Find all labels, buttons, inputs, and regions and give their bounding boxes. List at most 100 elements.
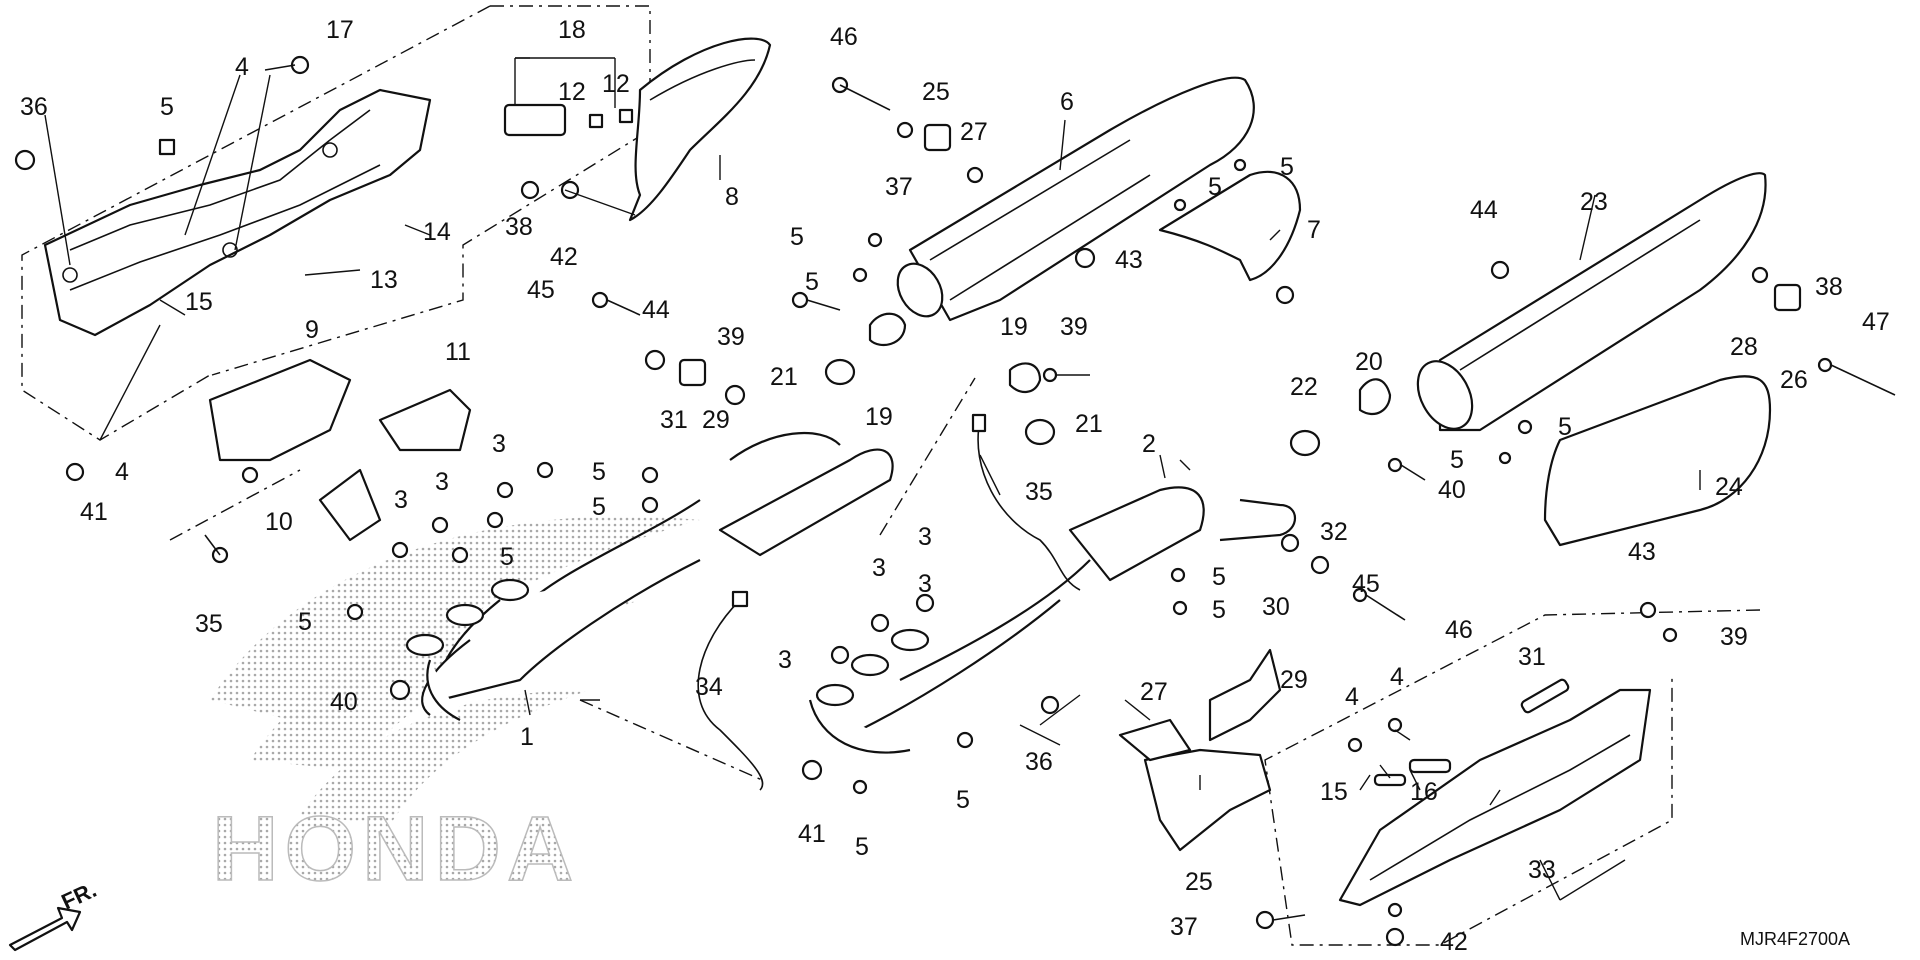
callout-5: 5 [500,543,514,571]
callout-36: 37 [1170,913,1198,941]
callout-46: 46 [830,23,858,51]
callout-3: 3 [394,486,408,514]
callout-34: 35 [1025,478,1053,506]
callout-40: 41 [798,820,826,848]
callout-2: 2 [1142,430,1156,458]
callout-11: 11 [445,338,471,366]
callout-25: 25 [922,78,950,106]
callout-37: 38 [1815,273,1843,301]
muffler-22 [1416,172,1767,432]
callout-26: 27 [1140,678,1168,706]
callout-30: 31 [1518,643,1546,671]
callout-5: 5 [592,493,606,521]
callout-43: 44 [1470,196,1498,224]
diagram-code: MJR4F2700A [1740,929,1850,949]
callout-39: 40 [1438,476,1466,504]
callout-4: 4 [1345,683,1359,711]
callout-17: 17 [326,16,354,44]
callout-16: 16 [1410,778,1438,806]
callout-44: 45 [1352,570,1380,598]
callout-21: 21 [1075,410,1103,438]
callout-1: 1 [520,723,534,751]
callout-29: 29 [702,406,730,434]
callout-3: 3 [778,646,792,674]
callout-42: 42 [550,243,578,271]
callout-35: 35 [195,610,223,638]
callout-29: 30 [1262,593,1290,621]
heat-shield-upper-left [43,88,432,337]
exhaust-pipe-2 [808,486,1296,754]
callout-38: 38 [505,213,533,241]
callout-31: 32 [1320,518,1348,546]
callout-10: 10 [265,508,293,536]
callout-21: 22 [1290,373,1318,401]
callout-4: 4 [1390,663,1404,691]
callout-12: 12 [558,78,586,106]
front-indicator: FR. [8,877,100,952]
callout-25: 26 [1780,366,1808,394]
callout-5: 5 [805,268,819,296]
callout-18: 18 [558,16,586,44]
callout-13: 13 [370,266,398,294]
callout-labels: 1 2 3 3 3 3 3 3 3 4 4 4 4 5 5 5 5 5 5 5 … [20,16,1890,956]
guards-9-10-11 [208,358,472,542]
muffler-cover-7 [1158,170,1302,282]
callout-5: 5 [1212,596,1226,624]
callout-45: 45 [527,276,555,304]
callout-3: 3 [435,468,449,496]
callout-5: 5 [1212,563,1226,591]
callout-8: 8 [725,183,739,211]
callout-20: 20 [1355,348,1383,376]
callout-36: 36 [20,93,48,121]
callout-46: 47 [1862,308,1890,336]
callout-15: 15 [185,288,213,316]
callout-3: 3 [872,554,886,582]
callout-5: 5 [790,223,804,251]
callout-19: 19 [865,403,893,431]
callout-41: 41 [80,498,108,526]
callout-33: 34 [695,673,723,701]
sensor-wire-33-34 [697,413,1081,791]
callout-32: 33 [1528,856,1556,884]
callout-21: 21 [770,363,798,391]
callout-5: 5 [160,93,174,121]
honda-watermark: HONDA [210,516,700,901]
callout-43: 43 [1115,246,1143,274]
callout-5: 5 [1208,173,1222,201]
muffler-6 [896,76,1255,322]
callout-15: 15 [1320,778,1348,806]
callout-28: 29 [1280,666,1308,694]
callout-6: 6 [1060,88,1074,116]
callout-7: 7 [1307,216,1321,244]
callout-39: 39 [717,323,745,351]
muffler-cover-23 [1543,375,1772,547]
callout-45: 46 [1445,616,1473,644]
callout-42: 43 [1628,538,1656,566]
callout-5: 5 [1450,446,1464,474]
heat-cover-8 [628,37,772,222]
callout-35: 36 [1025,748,1053,776]
callout-19: 19 [1000,313,1028,341]
callout-39: 39 [1060,313,1088,341]
callout-24: 25 [1185,868,1213,896]
bracket-28 [1208,648,1282,742]
watermark-text: HONDA [212,798,579,900]
callout-9: 9 [305,316,319,344]
callout-22: 23 [1580,188,1608,216]
hardware-small-parts [14,55,1896,947]
exhaust-pipe-1 [405,431,894,721]
callout-31: 31 [660,406,688,434]
callout-3: 3 [492,430,506,458]
callout-5: 5 [956,786,970,814]
heat-guard-24-26 [1118,718,1272,852]
callout-5: 5 [1280,153,1294,181]
callout-3: 3 [918,523,932,551]
callout-4: 4 [235,53,249,81]
callout-3: 3 [918,570,932,598]
leader-lines [44,57,1701,901]
callout-14: 14 [423,218,451,246]
callout-5: 5 [855,833,869,861]
callout-41: 42 [1440,928,1468,956]
callout-40: 40 [330,688,358,716]
